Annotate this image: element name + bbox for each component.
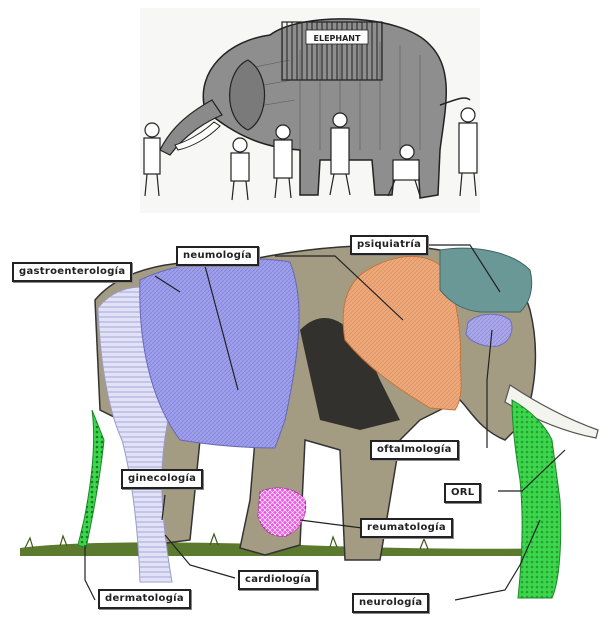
ear-region (440, 248, 532, 312)
label-cardiologia: cardiología (238, 570, 318, 590)
label-neurologia: neurología (352, 593, 429, 613)
top-illustration (140, 8, 480, 213)
label-dermatologia: dermatología (98, 589, 191, 609)
label-oftalmologia: oftalmología (370, 440, 459, 460)
annotated-elephant (20, 245, 598, 600)
label-ginecologia: ginecología (121, 469, 203, 489)
elephant-sign-label: ELEPHANT (314, 34, 361, 43)
label-psiquiatria: psiquiatría (350, 235, 428, 255)
label-gastroenterologia: gastroenterología (12, 262, 132, 282)
label-neumologia: neumología (176, 246, 259, 266)
label-reumatologia: reumatología (360, 518, 453, 538)
label-orl: ORL (444, 483, 481, 503)
